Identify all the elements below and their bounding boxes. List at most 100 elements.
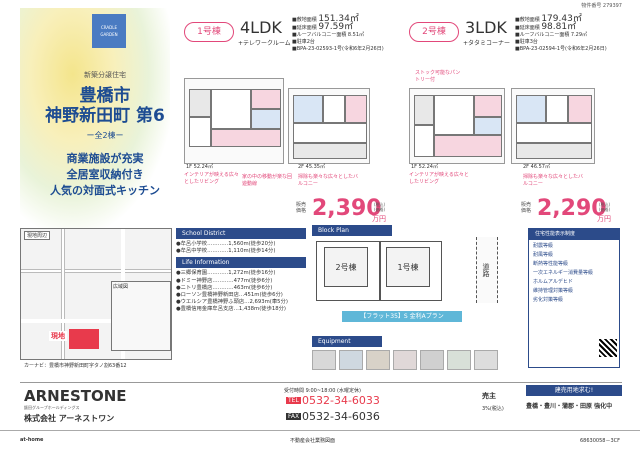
building-2-number: 2号棟 xyxy=(409,22,459,42)
catch-line: 豊橋・豊川・蒲郡・田原 強化中 xyxy=(526,403,613,410)
building-1-ldk: 4LDK xyxy=(240,18,282,37)
building-1-plan-2f xyxy=(288,88,370,164)
school-item: ●牟呂小学校…………1,560m(徒歩20分) xyxy=(176,241,276,247)
equipment-photo xyxy=(447,350,471,370)
tel-number[interactable]: 0532-34-6033 xyxy=(302,394,380,407)
parking: ■駐車3台 xyxy=(515,39,538,45)
building-1-number: 1号棟 xyxy=(184,22,234,42)
building-2-bubble-1: ストック可能なパントリー付 xyxy=(415,70,461,83)
parking: ■駐車2台 xyxy=(292,39,315,45)
title-area: 神野新田町 第6 xyxy=(45,106,165,126)
building-1-bubble-1: インテリアが映える広々としたリビング xyxy=(184,172,239,185)
equipment-photo xyxy=(420,350,444,370)
document-footer: at-home 不動産会社業務図面 68630058－3CF xyxy=(0,430,640,452)
title-block: 新築分譲住宅 豊橋市 神野新田町 第6 ー全2棟ー 商業施設が充実 全居室収納付… xyxy=(20,70,190,199)
performance-item: ホルムアルデヒド xyxy=(533,279,573,285)
building-1-price-unit: 万円 xyxy=(372,215,386,223)
performance-item: 断熱等性能等級 xyxy=(533,261,569,267)
fax-label: FAX xyxy=(286,413,302,420)
title-count: ー全2棟ー xyxy=(86,131,124,140)
building-1-plan-2f-label: 2F 45.35㎡ xyxy=(298,164,325,170)
school-district: School District ●牟呂小学校…………1,560m(徒歩20分) … xyxy=(176,228,306,316)
land-area: 179.43㎡ xyxy=(541,14,582,24)
floor-area: 98.81㎡ xyxy=(541,22,577,32)
school-title: School District xyxy=(176,228,306,239)
building-1-spec: ■敷地面積 151.34㎡ ■延床面積 97.59㎡ ■ルーフバルコニー面積 8… xyxy=(292,14,384,53)
blockplan-title: Block Plan xyxy=(312,225,392,236)
life-item: ●ウエルシア豊橋神野ふ頭店…2,693m(車5分) xyxy=(176,299,288,306)
building-2-price-tax: (税込)(価格) xyxy=(599,202,611,212)
equipment-section: Equipment xyxy=(312,336,522,372)
land-area: 151.34㎡ xyxy=(318,14,359,24)
company-logo-en: ARNESTONE xyxy=(24,387,127,405)
building-2-ldk: 3LDK xyxy=(465,18,507,37)
performance-item: 維持管理対策等級 xyxy=(533,288,574,294)
life-title: Life Information xyxy=(176,257,306,269)
building-2-plan-2f-label: 2F 46.57㎡ xyxy=(523,164,550,170)
commission: 3%(税込) xyxy=(482,406,504,412)
balcony-area: ■ルーフバルコニー面積 8.51㎡ xyxy=(292,32,365,38)
fax-number: 0532-34-6036 xyxy=(302,410,380,423)
feature-1: 商業施設が充実 xyxy=(66,152,144,165)
permit-no: ■BPA-23-02594-1号(令和6年2月26日) xyxy=(515,46,607,52)
map-label-near: 現地周辺 xyxy=(24,231,51,240)
performance-item: 耐震等級 xyxy=(533,243,554,249)
building-1-plan-1f xyxy=(184,78,284,164)
flat35-banner: 【フラット35】S 金利Aプラン xyxy=(342,311,462,322)
performance-item: 一次エネルギー消費量等級 xyxy=(533,270,594,276)
floor-area-label: ■延床面積 xyxy=(292,25,317,31)
life-item: ●三郷保育園…………1,272m(徒歩16分) xyxy=(176,270,276,277)
equipment-photo xyxy=(312,350,336,370)
lot-2: 2号棟 xyxy=(324,247,368,287)
building-2-price-label: 販売価格 xyxy=(521,202,532,214)
footer-source: at-home xyxy=(20,437,44,443)
map-label-wide: 広域図 xyxy=(113,284,129,290)
building-2-bubble-2: インテリアが映える広々としたリビング xyxy=(409,172,469,185)
building-1-plan-1f-label: 1F 52.24㎡ xyxy=(186,164,213,170)
equipment-photo xyxy=(339,350,363,370)
lot-1: 1号棟 xyxy=(386,247,430,287)
life-item: ●豊橋信用金庫牟呂支店…1,438m(徒歩18分) xyxy=(176,306,286,313)
floor-area: 97.59㎡ xyxy=(318,22,354,32)
feature-2: 全居室収納付き xyxy=(66,168,144,181)
building-2-plan-2f xyxy=(511,88,595,164)
tel-label: TEL xyxy=(286,397,301,404)
building-1-price: 2,390 xyxy=(312,196,382,221)
life-item: ●ニトリ豊橋店…………463m(徒歩6分) xyxy=(176,284,273,291)
building-2-plan-1f-label: 1F 52.24㎡ xyxy=(411,164,438,170)
performance-title: 住宅性能表示制度 xyxy=(529,229,619,240)
building-1-price-tax: (税込)(価格) xyxy=(374,202,386,212)
life-item: ●ローソン豊橋神野新田店…451m(徒歩6分) xyxy=(176,292,283,299)
building-1-ldk-note: +テレワークルーム xyxy=(238,40,291,47)
performance-box: 住宅性能表示制度 耐震等級 耐風等級 断熱等性能等級 一次エネルギー消費量等級 … xyxy=(528,228,620,368)
equipment-title: Equipment xyxy=(312,336,382,347)
building-1-bubble-3: 掃除も楽々な広々としたバルコニー xyxy=(298,174,359,187)
qr-code xyxy=(599,339,617,357)
floor-area-label: ■延床面積 xyxy=(515,25,540,31)
equipment-photo xyxy=(393,350,417,370)
building-2-price-unit: 万円 xyxy=(597,215,611,223)
land-area-label: ■敷地面積 xyxy=(515,17,540,23)
balcony-area: ■ルーフバルコニー面積 7.29㎡ xyxy=(515,32,588,38)
school-item: ●牟呂中学校…………1,110m(徒歩14分) xyxy=(176,248,276,255)
permit-no: ■BPA-23-02593-1号(令和6年2月26日) xyxy=(292,46,384,52)
building-1-bubble-2: 家の中の移動が楽な回遊動線 xyxy=(242,174,293,187)
title-lead: 新築分譲住宅 xyxy=(84,71,126,79)
equipment-photo xyxy=(366,350,390,370)
footer-code: 68630058－3CF xyxy=(580,438,620,444)
performance-item: 耐風等級 xyxy=(533,252,554,258)
brand-line1: CRADLE xyxy=(101,25,117,30)
feature-3: 人気の対面式キッチン xyxy=(50,184,160,197)
trade-type: 売主 xyxy=(482,392,496,400)
building-2-plan-1f xyxy=(409,88,505,164)
brand-logo: CRADLE GARDEN xyxy=(92,14,126,48)
company-name: 株式会社 アーネストワン xyxy=(24,414,115,423)
performance-item: 劣化対策等級 xyxy=(533,297,564,303)
area-map: 現地周辺 広域図 現地 xyxy=(20,228,172,360)
building-2-spec: ■敷地面積 179.43㎡ ■延床面積 98.81㎡ ■ルーフバルコニー面積 7… xyxy=(515,14,607,53)
equipment-photo xyxy=(474,350,498,370)
footer: ARNESTONE 飯田グループホールディングス 株式会社 アーネストワン 受付… xyxy=(20,382,622,430)
catch-top: 建売用地求む! xyxy=(526,385,622,396)
reception-hours: 受付時間 9:00~18:00 (水曜定休) xyxy=(284,388,361,394)
company-group: 飯田グループホールディングス xyxy=(24,405,80,410)
